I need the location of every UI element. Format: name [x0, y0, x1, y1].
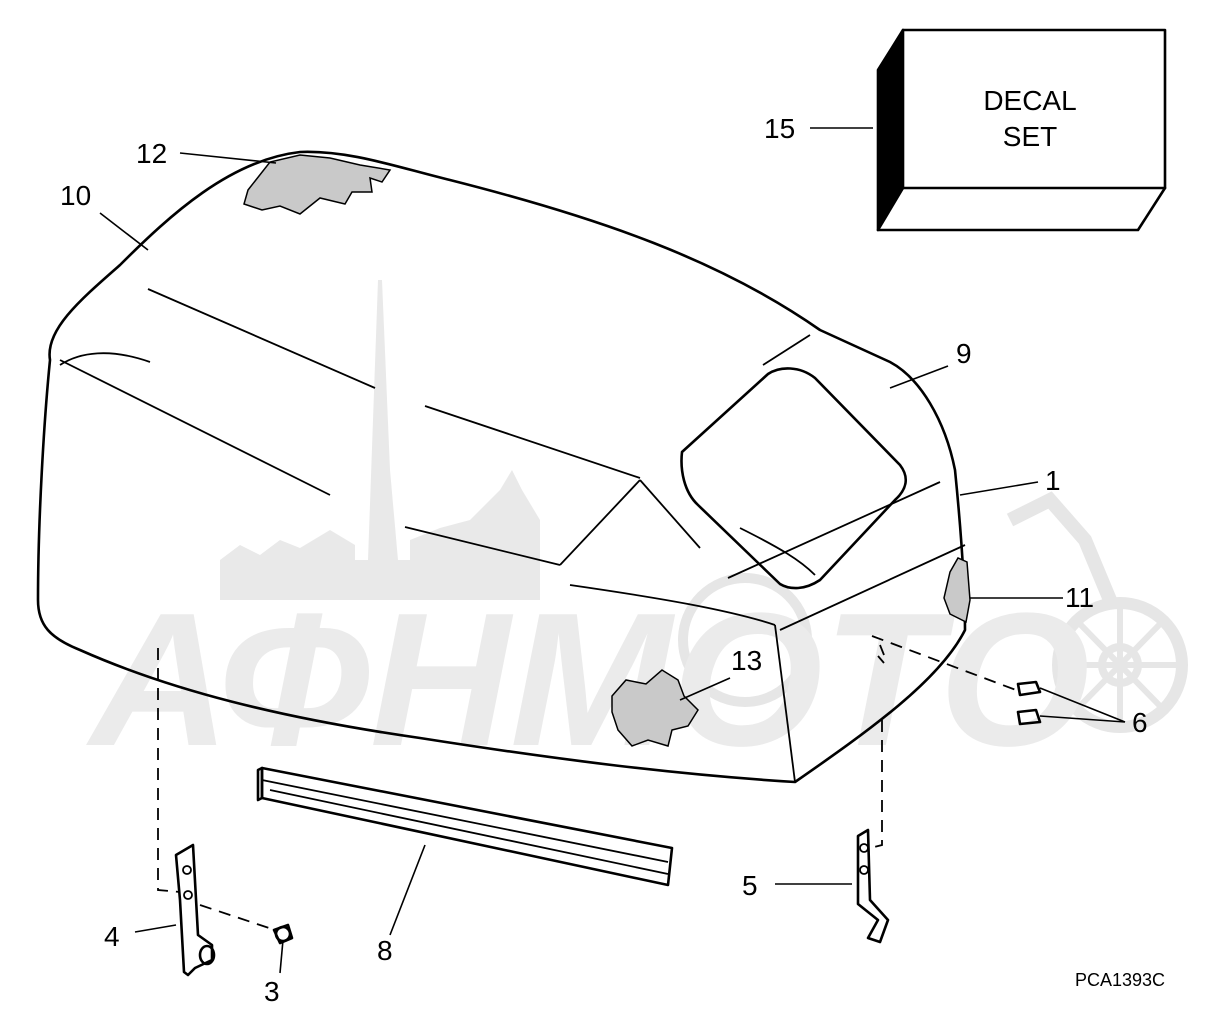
decal-label-line1: DECAL: [983, 85, 1076, 116]
callout-10: 10: [60, 180, 91, 211]
decal-patch-13: [611, 669, 699, 747]
assembly-lines: [157, 635, 1017, 931]
seal-strip: [256, 766, 674, 887]
decal-patch-11: [943, 557, 971, 624]
drawing-code: PCA1393C: [1075, 970, 1165, 990]
callout-5: 5: [742, 870, 758, 901]
decal-set-box: DECAL SET: [876, 28, 1167, 232]
callout-13: 13: [731, 645, 762, 676]
callout-4: 4: [104, 921, 120, 952]
callout-11: 11: [1065, 582, 1094, 613]
callout-8: 8: [377, 935, 393, 966]
callout-3: 3: [264, 976, 280, 1007]
decal-patch-12: [243, 154, 392, 215]
rivets: [1016, 680, 1042, 726]
bracket-right: [856, 828, 890, 944]
decal-patches: [243, 154, 971, 747]
watermark-text: АФНМОТО: [86, 574, 1090, 786]
watermark: АФНМОТО: [86, 280, 1188, 786]
callout-9: 9: [956, 338, 972, 369]
callout-12: 12: [136, 138, 167, 169]
leader-lines: [99, 127, 1126, 974]
bracket-left: [174, 843, 216, 977]
callout-1: 1: [1045, 465, 1061, 496]
callout-6: 6: [1132, 707, 1148, 738]
callout-15: 15: [764, 113, 795, 144]
callout-labels: 1 3 4 5 6 8 9 10 11 12 13 15: [60, 113, 1148, 1007]
decal-label-line2: SET: [1003, 121, 1057, 152]
